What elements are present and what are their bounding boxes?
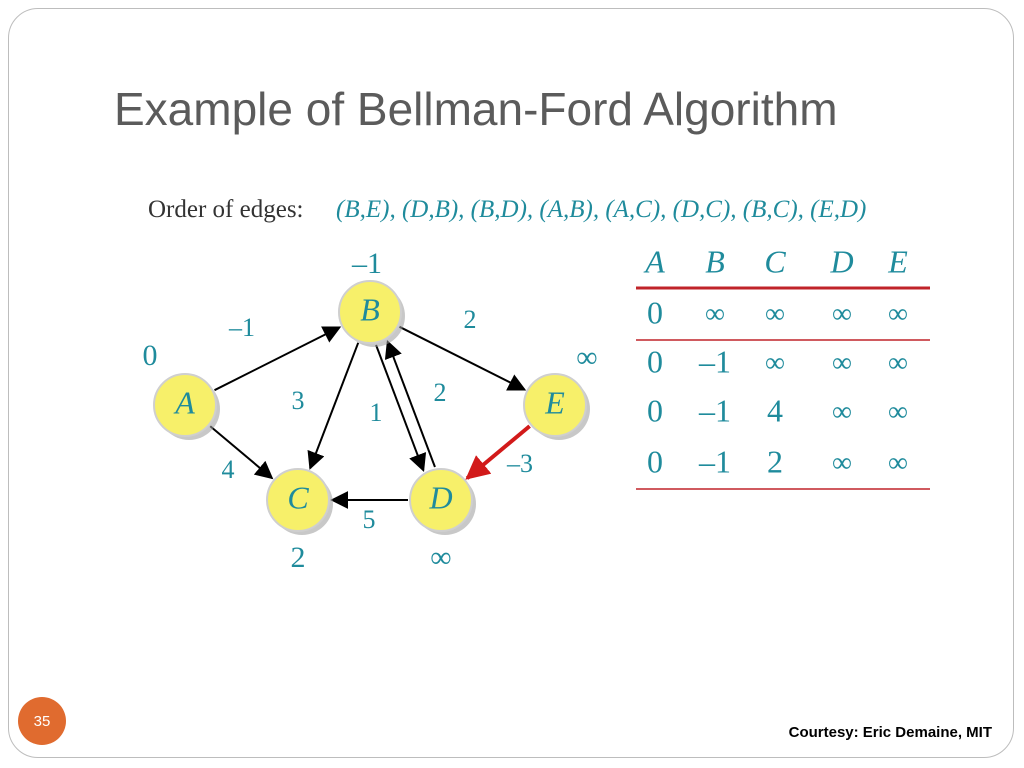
edge-weight-a-b: –1 [228,313,255,342]
edge-weight-b-c: 3 [292,386,305,415]
table-cell: ∞ [765,347,785,378]
edge-order-list: (B,E), (D,B), (B,D), (A,B), (A,C), (D,C)… [336,196,867,223]
table-cell: ∞ [888,347,908,378]
node-d [409,468,473,532]
table-cell: ∞ [888,298,908,329]
node-a [153,373,217,437]
table-cell: ∞ [888,447,908,478]
table-cell: 0 [647,443,663,479]
edge-a-b [214,326,342,392]
edge-weight-d-c: 5 [363,505,376,534]
node-b [338,280,402,344]
edge-weight-e-d: –3 [506,449,533,478]
table-cell: ∞ [765,298,785,329]
node-distance-b: –1 [351,247,382,280]
edge-b-e [399,325,527,391]
table-cell: 0 [647,392,663,428]
edge-b-d [375,344,427,472]
table-cell: ∞ [832,347,852,378]
table-cell: 2 [767,443,783,479]
table-header-d: D [829,243,853,279]
graph-edge-weights: –1 4 3 2 2 1 5 –3 [222,305,534,534]
graph-node-distances: 0 –1 2 ∞ ∞ [143,247,598,574]
table-header-a: A [643,243,665,279]
table-cell: –1 [698,392,731,428]
edge-a-c [209,425,274,480]
table-cell: ∞ [832,396,852,427]
edge-weight-b-e: 2 [464,305,477,334]
edge-e-d [465,424,531,480]
slide-title: Example of Bellman-Ford Algorithm [114,83,838,135]
table-cell: –1 [698,343,731,379]
courtesy-credit: Courtesy: Eric Demaine, MIT [788,724,992,741]
node-c [266,468,330,532]
node-label-b: B [360,291,380,327]
node-label-c: C [287,479,309,515]
node-distance-a: 0 [143,339,158,372]
page-number-badge: 35 [18,697,66,745]
edge-weight-b-d: 2 [434,378,447,407]
edge-b-c [307,342,360,470]
node-label-d: D [428,479,452,515]
edge-order-label: Order of edges: [148,196,304,223]
table-header-e: E [887,243,908,279]
table-cell: 0 [647,294,663,330]
table-cell: 4 [767,392,783,428]
graph-nodes: A B C D E [153,280,590,535]
table-cell: ∞ [832,298,852,329]
node-distance-c: 2 [291,541,306,574]
edge-weight-d-b: 1 [370,398,383,427]
node-label-a: A [173,384,195,420]
table-cell: ∞ [888,396,908,427]
node-label-e: E [544,384,565,420]
table-cell: ∞ [832,447,852,478]
edge-weight-a-c: 4 [222,455,235,484]
edge-d-b [384,340,436,468]
table-cell: 0 [647,343,663,379]
table-header-c: C [764,243,786,279]
table-cell: ∞ [705,298,725,329]
table-header-b: B [705,243,725,279]
node-e [523,373,587,437]
node-distance-d: ∞ [430,541,451,574]
node-distance-e: ∞ [576,341,597,374]
table-cell: –1 [698,443,731,479]
graph-edges [209,325,531,509]
